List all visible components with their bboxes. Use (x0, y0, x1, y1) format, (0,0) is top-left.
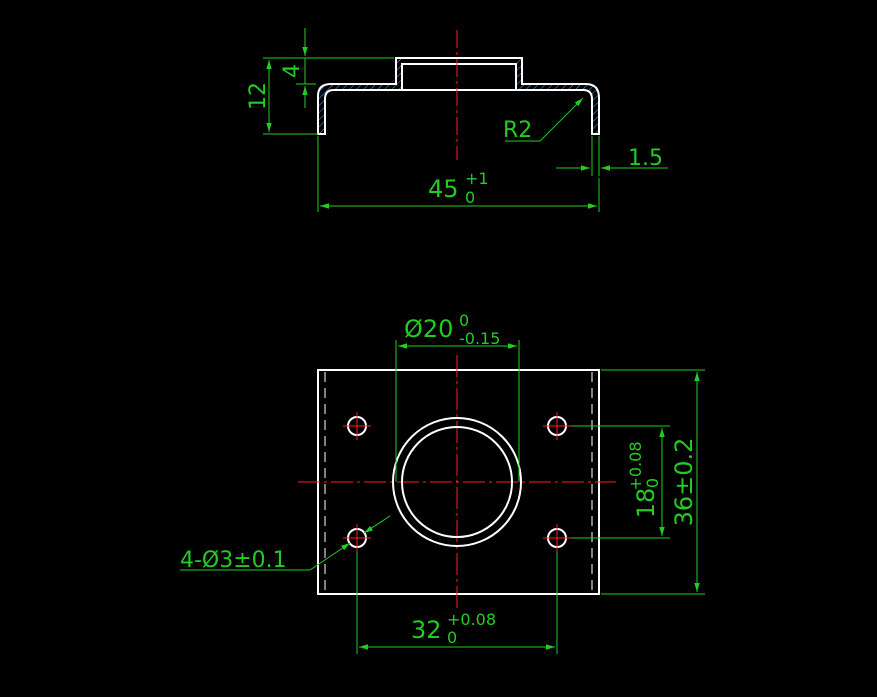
dim-bore-upper-tol: 0 (459, 311, 469, 330)
dim-width-upper-tol: +1 (465, 169, 489, 188)
dim-bore-lower-tol: -0.15 (459, 329, 500, 348)
dim-hole-pitch-x-lower-tol: 0 (447, 628, 457, 647)
dim-hole-pitch-y-label: 18 (632, 488, 660, 519)
dim-holes-label: 4-Ø3±0.1 (180, 548, 287, 573)
dim-hole-pitch-y (571, 425, 670, 539)
dim-height-step (296, 28, 316, 108)
dim-holes (180, 515, 391, 571)
section-hatch (318, 58, 599, 134)
dim-thickness (556, 136, 668, 176)
dim-hole-pitch-y-upper-tol: +0.08 (626, 441, 645, 490)
dim-height (601, 369, 705, 595)
dim-width-main (317, 136, 600, 212)
dim-radius-label: R2 (503, 118, 532, 143)
dim-hole-pitch-y-lower-tol: 0 (643, 478, 662, 488)
dim-hole-pitch-x-label: 32 (411, 616, 442, 644)
dim-radius (505, 97, 584, 142)
dim-width-main-label: 45 (428, 175, 459, 203)
dim-hole-pitch-x-upper-tol: +0.08 (447, 610, 496, 629)
dim-height-step-label: 4 (280, 64, 305, 78)
section-outline (317, 57, 600, 135)
dim-width-lower-tol: 0 (465, 188, 475, 207)
dim-height-total-label: 12 (246, 82, 271, 110)
bore-inner (401, 426, 513, 538)
plan-view: Ø20 0 -0.15 4-Ø3±0.1 32 +0.08 0 18 +0.08… (180, 311, 705, 654)
mounting-holes (343, 412, 571, 552)
dim-bore (395, 340, 520, 482)
dim-bore-label: Ø20 (404, 315, 453, 343)
dim-thickness-label: 1.5 (628, 146, 663, 171)
dim-height-total (263, 57, 394, 135)
dim-hole-pitch-x (356, 552, 558, 654)
dim-height-label: 36±0.2 (670, 438, 698, 527)
section-view: 12 4 R2 1.5 45 +1 0 (246, 28, 668, 212)
bore-outer (392, 417, 522, 547)
